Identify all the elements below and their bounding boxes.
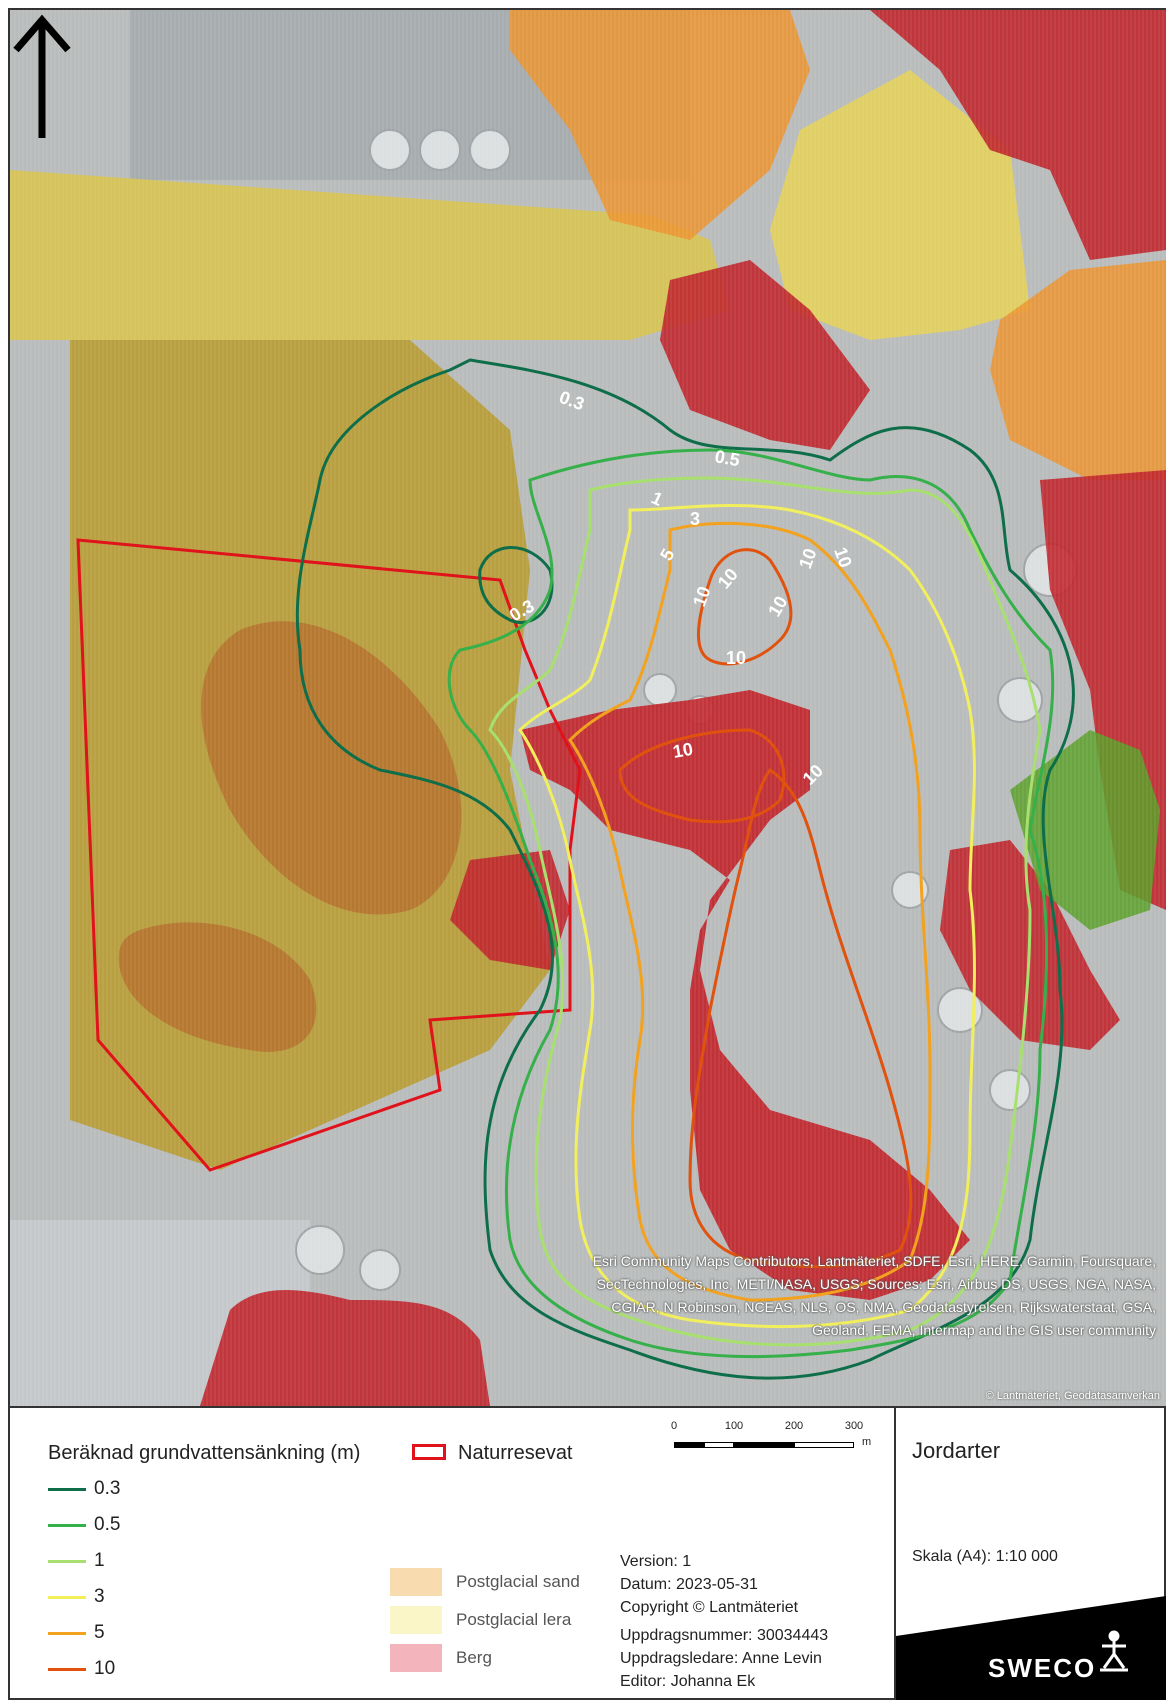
scale-tick-300: 300 [844,1420,864,1432]
map-canvas: 0.3 0.5 1 3 5 0.3 10 10 10 10 10 10 10 1… [10,10,1166,1406]
contour-legend-label: 0.5 [94,1514,121,1535]
scale-tick-0: 0 [670,1420,678,1432]
contour-legend-swatch [48,1524,86,1527]
sweco-logo-icon [1100,1630,1128,1672]
sweco-logo-band [896,1596,1166,1700]
naturreservat-boundary [76,538,582,1172]
naturreservat-swatch [412,1444,446,1460]
contour-legend-swatch [48,1596,86,1599]
scale-tick-200: 200 [784,1420,804,1432]
info-uppdragsledare: Uppdragsledare: Anne Levin [620,1650,822,1667]
contour-legend-label: 3 [94,1586,105,1607]
contour-legend-swatch [48,1488,86,1491]
scale-unit: m [862,1436,872,1448]
contour-label-10-g: 10 [671,739,694,762]
legend-title: Beräknad grundvattensänkning (m) [48,1442,361,1464]
legend-panel: Beräknad grundvattensänkning (m) Naturre… [10,1406,1166,1700]
contour-legend-swatch [48,1560,86,1563]
soil-legend-swatch [390,1644,442,1672]
scale-segment [674,1442,704,1448]
soil-legend-label: Berg [456,1648,492,1667]
info-datum: Datum: 2023-05-31 [620,1576,758,1593]
info-copyright: Copyright © Lantmäteriet [620,1599,799,1616]
scale-bar: 0 100 200 300 m [650,1420,872,1460]
contour-legend-label: 0.3 [94,1478,121,1499]
soil-legend-swatch [390,1606,442,1634]
contour-0.3 [295,358,1075,1380]
contour-legend-label: 1 [94,1550,105,1571]
sweco-logo-text: SWECO [988,1653,1097,1683]
title-panel: Jordarter Skala (A4): 1:10 000 SWECO [894,1408,1166,1700]
north-arrow-icon [13,14,71,138]
contour-legend-swatch [48,1632,86,1635]
contour-0.5 [447,448,1055,1359]
soil-legend-label: Postglacial lera [456,1610,572,1629]
scale-segment [794,1442,854,1448]
panel-title: Jordarter [912,1438,1001,1463]
contour-label-0.5: 0.5 [713,446,741,470]
contour-label-10-f: 10 [726,648,746,668]
soil-legend-swatch [390,1568,442,1596]
contour-10-north [696,548,793,666]
contour-10-middle [618,728,786,824]
panel-scale: Skala (A4): 1:10 000 [912,1548,1058,1565]
soil-legend-label: Postglacial sand [456,1572,580,1591]
scale-segment [734,1442,794,1448]
info-uppdragsnummer: Uppdragsnummer: 30034443 [620,1627,829,1644]
contour-5 [568,521,932,1302]
contour-0.3-loop [478,546,554,624]
raster-stripes [10,10,1166,1406]
scale-tick-100: 100 [724,1420,744,1432]
info-version: Version: 1 [620,1553,692,1570]
contour-legend-label: 5 [94,1622,105,1643]
contour-1 [488,476,1042,1347]
map-info: Version: 1 Datum: 2023-05-31 Copyright ©… [620,1550,828,1693]
contour-3 [518,504,976,1329]
map-attribution: Esri Community Maps Contributors, Lantmä… [592,1253,1156,1338]
scale-segment [704,1442,734,1448]
info-editor: Editor: Johanna Ek [620,1673,756,1690]
contour-legend-label: 10 [94,1658,116,1679]
contour-label-3: 3 [690,509,700,529]
naturreservat-label: Naturresevat [458,1442,573,1464]
map-copyright: © Lantmäteriet, Geodatasamverkan [985,1390,1160,1402]
map-view[interactable]: 0.3 0.5 1 3 5 0.3 10 10 10 10 10 10 10 1… [10,10,1166,1406]
contour-10-south [688,767,913,1269]
contour-legend-swatch [48,1668,86,1671]
